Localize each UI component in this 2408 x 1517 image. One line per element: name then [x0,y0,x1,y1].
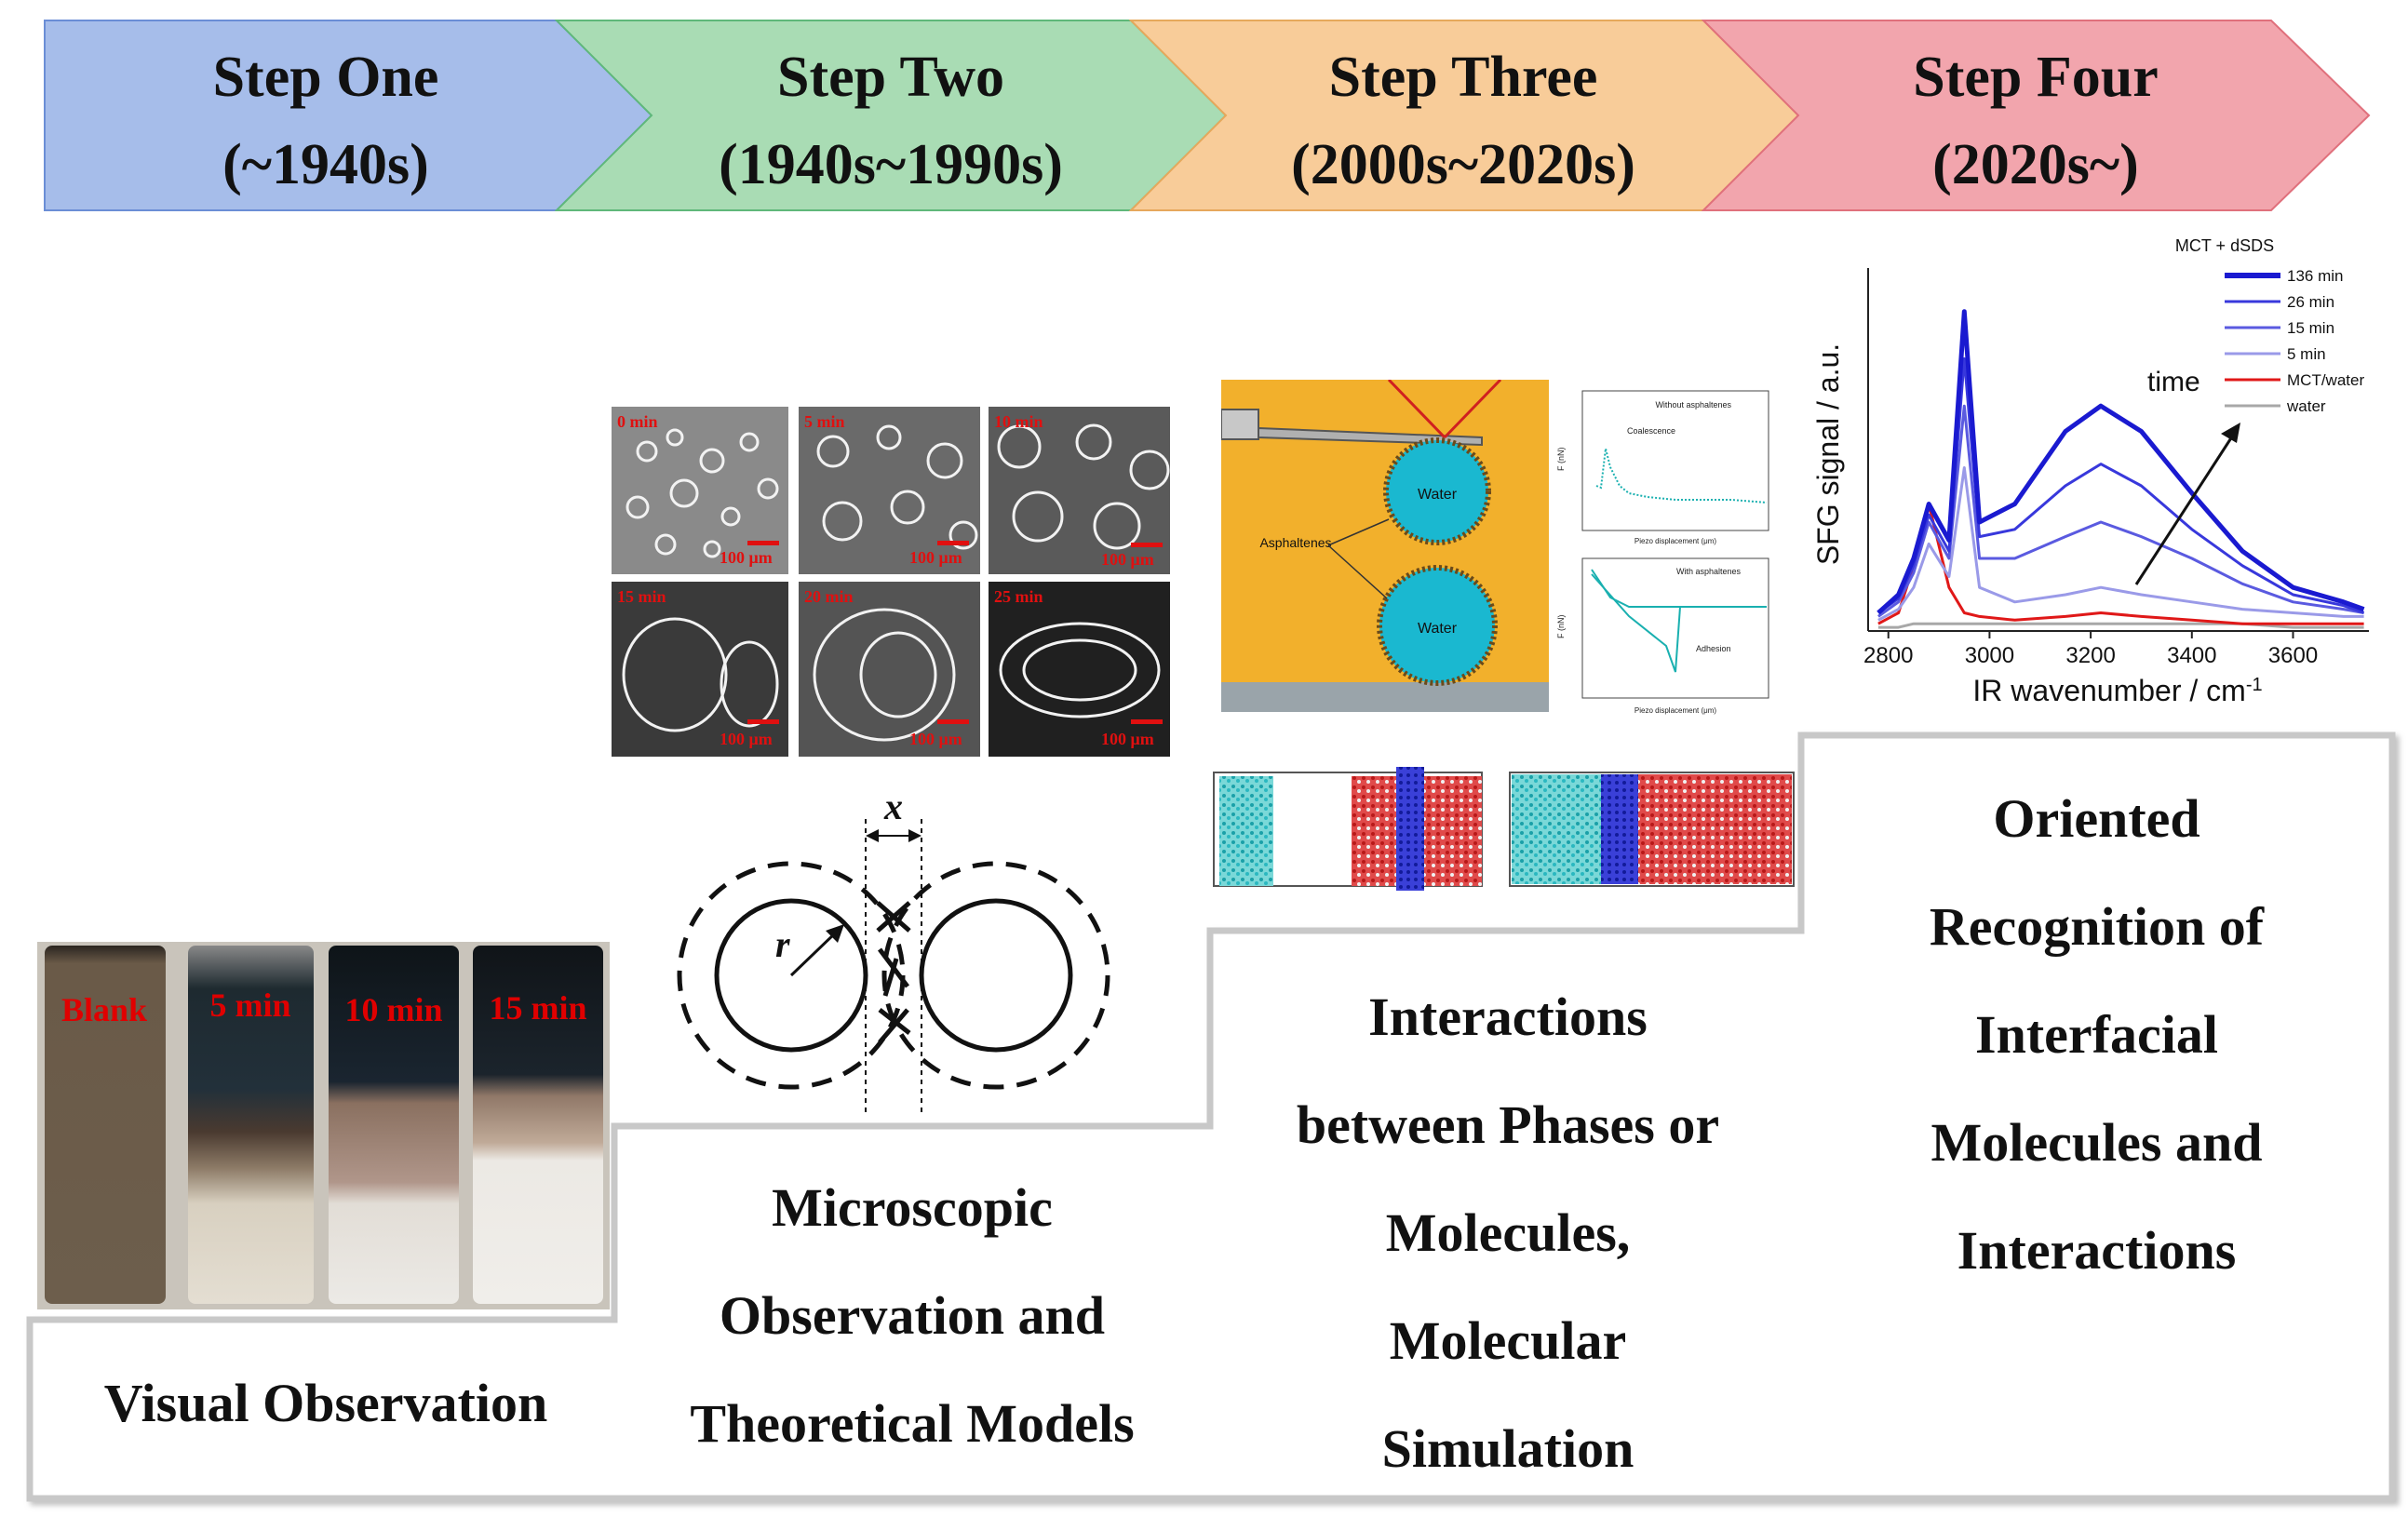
step-one-period: (~1940s) [222,133,429,196]
asphaltenes-label: Asphaltenes [1259,535,1331,550]
bottom-plot-title: With asphaltenes [1676,567,1742,576]
sfg-legend: MCT + dSDS 136 min 26 min 15 min 5 minMCT/w… [2175,236,2365,415]
sfg-xtick-label-2: 3200 [2065,643,2115,668]
sfg-xticks: 2800 3000 3200 3400 3600 [1863,631,2318,668]
right-droplet [919,898,1073,1053]
micrograph-label-5: 25 min [994,587,1043,606]
sfg-legend-title: MCT + dSDS [2175,236,2274,255]
top-plot-xlabel: Piezo displacement (μm) [1634,537,1717,545]
gap-label: x [883,785,903,827]
bottom-plot-annotation: Adhesion [1696,644,1731,653]
tube-label-15min: 15 min [489,989,586,1027]
sfg-xlabel: IR wavenumber / cm-1 [1972,674,2262,707]
droplet-model-diagram: x r [677,785,1110,1117]
tube-label-blank: Blank [61,991,147,1028]
scale-label-1: 100 μm [909,548,962,567]
micrograph-label-2: 10 min [994,412,1043,431]
micrograph-label-3: 15 min [617,587,666,606]
right-outer-dashed-circle [881,861,1110,1090]
step-three-description: Interactions between Phases or Molecules… [1296,987,1720,1479]
sfg-xtick-label-0: 2800 [1863,643,1913,668]
step-four-arrow [1701,20,2371,211]
scale-label-3: 100 μm [720,730,773,748]
bottom-water-droplet [1377,565,1498,686]
micrograph-grid: 0 min 5 min 10 min 15 min 20 min 25 min … [612,407,1170,757]
tube-15min [473,946,603,1304]
force-plot-bottom: With asphaltenes Adhesion F (nN) Piezo d… [1556,557,1769,715]
sfg-time-annotation: time [2134,367,2240,585]
sfg-series-line-3 [1877,466,2364,622]
tube-5min [188,946,314,1304]
micrograph-label-4: 20 min [804,587,854,606]
top-plot-title: Without asphaltenes [1655,400,1731,409]
afm-substrate [1221,682,1549,712]
water-label-top: Water [1418,487,1458,503]
md-simulation-boxes [1213,767,1795,891]
md-box-final [1509,772,1795,887]
sfg-legend-label-3: 5 min [2287,345,2326,363]
top-water-droplet [1383,437,1491,545]
micrograph-droplets [622,423,1170,742]
sfg-series [1877,309,2365,629]
sfg-ylabel: SFG signal / a.u. [1811,343,1845,565]
sfg-series-line-1 [1877,357,2365,614]
staircase-outline [26,732,2396,1502]
scale-label-0: 100 μm [720,548,773,567]
force-curves: Without asphaltenes Coalescence F (nN) P… [1556,390,1769,715]
sfg-chart: 2800 3000 3200 3400 3600 IR wavenumber / cm-… [1811,236,2369,707]
scale-label-4: 100 μm [909,730,962,748]
micrograph-label-1: 5 min [804,412,845,431]
micrograph-label-0: 0 min [617,412,658,431]
left-outer-dashed-circle [677,861,906,1090]
force-plot-top: Without asphaltenes Coalescence F (nN) P… [1556,390,1769,545]
step-four-title: Step Four [1913,46,2159,109]
micrograph-scale-bars [747,541,1163,724]
sfg-legend-label-0: 136 min [2287,267,2343,285]
test-tubes-photo: Blank 5 min 10 min 15 min [37,942,610,1309]
radius-label: r [775,923,790,965]
tube-10min [329,946,459,1304]
left-droplet [714,898,868,1053]
scale-label-5: 100 μm [1101,730,1154,748]
sfg-series-line-2 [1877,404,2364,618]
sfg-legend-label-1: 26 min [2287,293,2334,311]
micrograph-panels [612,407,1170,757]
film-squiggles [876,901,911,1044]
tube-label-5min: 5 min [209,987,290,1024]
tube-label-10min: 10 min [344,991,442,1028]
step-three-period: (2000s~2020s) [1291,133,1635,196]
sfg-xtick-label-1: 3000 [1965,643,2014,668]
tube-blank [45,946,166,1304]
sfg-legend-label-2: 15 min [2287,319,2334,337]
step-two-title: Step Two [777,46,1004,109]
step-four-period: (2020s~) [1932,133,2139,196]
step-two-period: (1940s~1990s) [719,133,1063,196]
radius-arrow [789,929,840,977]
sfg-time-label: time [2147,367,2200,397]
step-three-title: Step Three [1329,46,1598,109]
sfg-series-line-0 [1877,309,2365,615]
sfg-legend-label-5: water [2286,397,2326,415]
sfg-xtick-label-4: 3600 [2268,643,2318,668]
scale-label-2: 100 μm [1101,550,1154,569]
sfg-axes [1867,268,2369,632]
md-box-initial [1213,767,1483,891]
sfg-legend-label-4: MCT/water [2287,371,2364,389]
step-one-title: Step One [213,46,439,109]
step-four-description: Oriented Recognition of Interfacial Mole… [1929,788,2265,1281]
top-plot-ylabel: F (nN) [1556,448,1566,472]
water-label-bottom: Water [1418,621,1458,637]
bottom-plot-xlabel: Piezo displacement (μm) [1634,706,1717,715]
afm-illustration: Water Water Asphaltenes [1221,380,1549,712]
bottom-plot-ylabel: F (nN) [1556,615,1566,639]
top-plot-annotation: Coalescence [1627,426,1675,436]
step-one-description: Visual Observation [103,1373,548,1433]
sfg-xtick-label-3: 3400 [2167,643,2216,668]
timeline-arrows: Step One (~1940s) Step Two (1940s~1990s)… [44,20,2371,211]
sfg-series-line-5 [1877,622,2364,629]
step-two-description: Microscopic Observation and Theoretical … [690,1177,1135,1454]
